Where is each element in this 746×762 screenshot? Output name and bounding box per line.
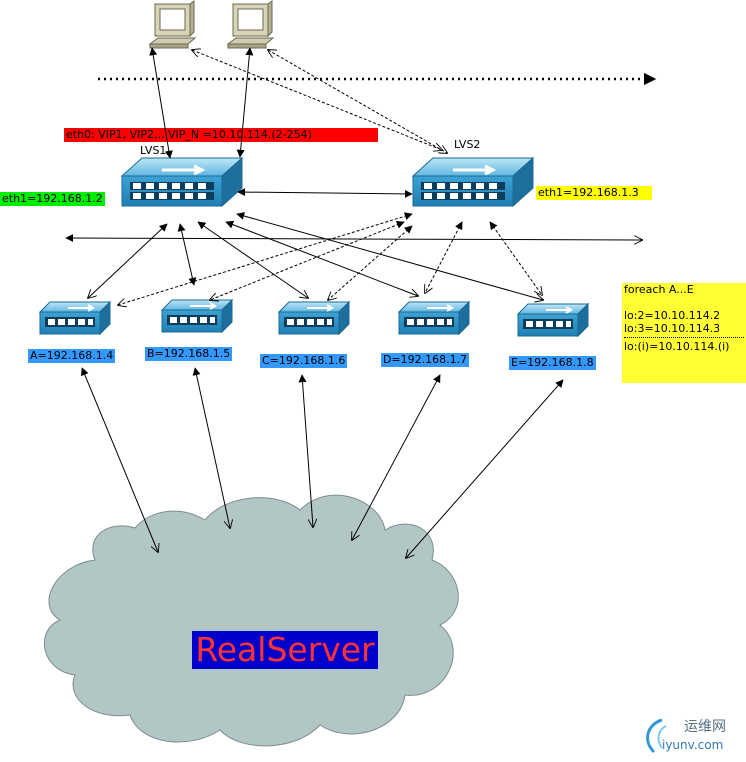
link-lvs1-pc1	[149, 47, 173, 159]
link-lvs1-a	[88, 224, 167, 298]
link-lvs1-e	[237, 214, 543, 300]
lvs2-switch-icon	[411, 156, 535, 208]
link-lvs2-a	[118, 214, 412, 305]
link-lvs2-e	[490, 222, 542, 295]
link-c-realserver	[302, 375, 313, 527]
node-e-label: E=192.168.1.8	[509, 356, 596, 370]
link-a-realserver	[82, 368, 158, 552]
node-e-switch-icon	[517, 303, 589, 337]
client-pc-1-icon	[149, 0, 196, 49]
node-b-switch-icon	[161, 299, 233, 333]
client-pc-2-icon	[227, 0, 274, 49]
link-e-realserver	[406, 380, 563, 558]
watermark-text-en: iyunv.com	[662, 738, 724, 752]
node-d-switch-icon	[398, 301, 470, 335]
link-lvs1-lvs2	[237, 188, 413, 198]
realserver-label: RealServer	[192, 631, 378, 669]
lvs1-label: LVS1	[140, 144, 167, 157]
eth0-vip-label: eth0: VIP1, VIP2,...VIP_N =10.10.114.(2-…	[66, 128, 312, 141]
watermark-text-cn: 运维网	[684, 719, 726, 735]
node-c-label: C=192.168.1.6	[260, 354, 348, 368]
note-line-1: foreach A...E	[624, 283, 694, 296]
link-d-realserver	[352, 375, 441, 540]
note-line-3: lo:3=10.10.114.3	[624, 322, 721, 335]
link-b-realserver	[195, 368, 230, 528]
lvs2-label: LVS2	[454, 138, 481, 151]
node-d-label: D=192.168.1.7	[381, 353, 470, 367]
loopback-note: foreach A...E lo:2=10.10.114.2 lo:3=10.1…	[622, 283, 746, 383]
node-c-switch-icon	[278, 301, 350, 335]
lvs1-eth1-label: eth1=192.168.1.2	[0, 192, 105, 206]
link-lvs1-d	[226, 222, 418, 296]
node-a-label: A=192.168.1.4	[28, 349, 116, 363]
realserver-cloud	[44, 494, 459, 747]
node-b-label: B=192.168.1.5	[145, 347, 233, 361]
lvs1-switch-icon	[120, 156, 244, 208]
link-lvs1-c	[198, 222, 308, 298]
link-lvs2-d	[425, 222, 463, 293]
node-a-switch-icon	[39, 301, 111, 335]
lvs2-eth1-label: eth1=192.168.1.3	[536, 186, 652, 200]
link-lvs2-c	[328, 226, 412, 300]
link-lvs1-b	[177, 223, 197, 286]
link-lvs2-pc2	[268, 50, 447, 153]
note-line-4: lo:(i)=10.10.114.(i)	[624, 340, 730, 353]
iyunv-logo-icon	[646, 718, 667, 754]
note-line-2: lo:2=10.10.114.2	[624, 309, 721, 322]
